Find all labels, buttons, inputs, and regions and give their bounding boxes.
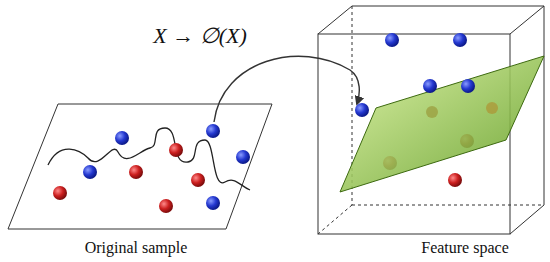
input-plane — [8, 104, 272, 229]
panel-caption: Original sample — [85, 239, 188, 257]
cube-edges — [318, 6, 544, 234]
mapping-label: X → ∅(X) — [153, 24, 247, 48]
panel-caption: Feature space — [421, 239, 509, 257]
cube-hidden-edges — [318, 6, 544, 234]
separating-hyperplane — [340, 56, 544, 192]
mapping-arrow — [214, 56, 359, 122]
input-points — [53, 124, 250, 213]
nonlinear-boundary — [48, 128, 250, 190]
feature-points-front — [355, 79, 498, 118]
